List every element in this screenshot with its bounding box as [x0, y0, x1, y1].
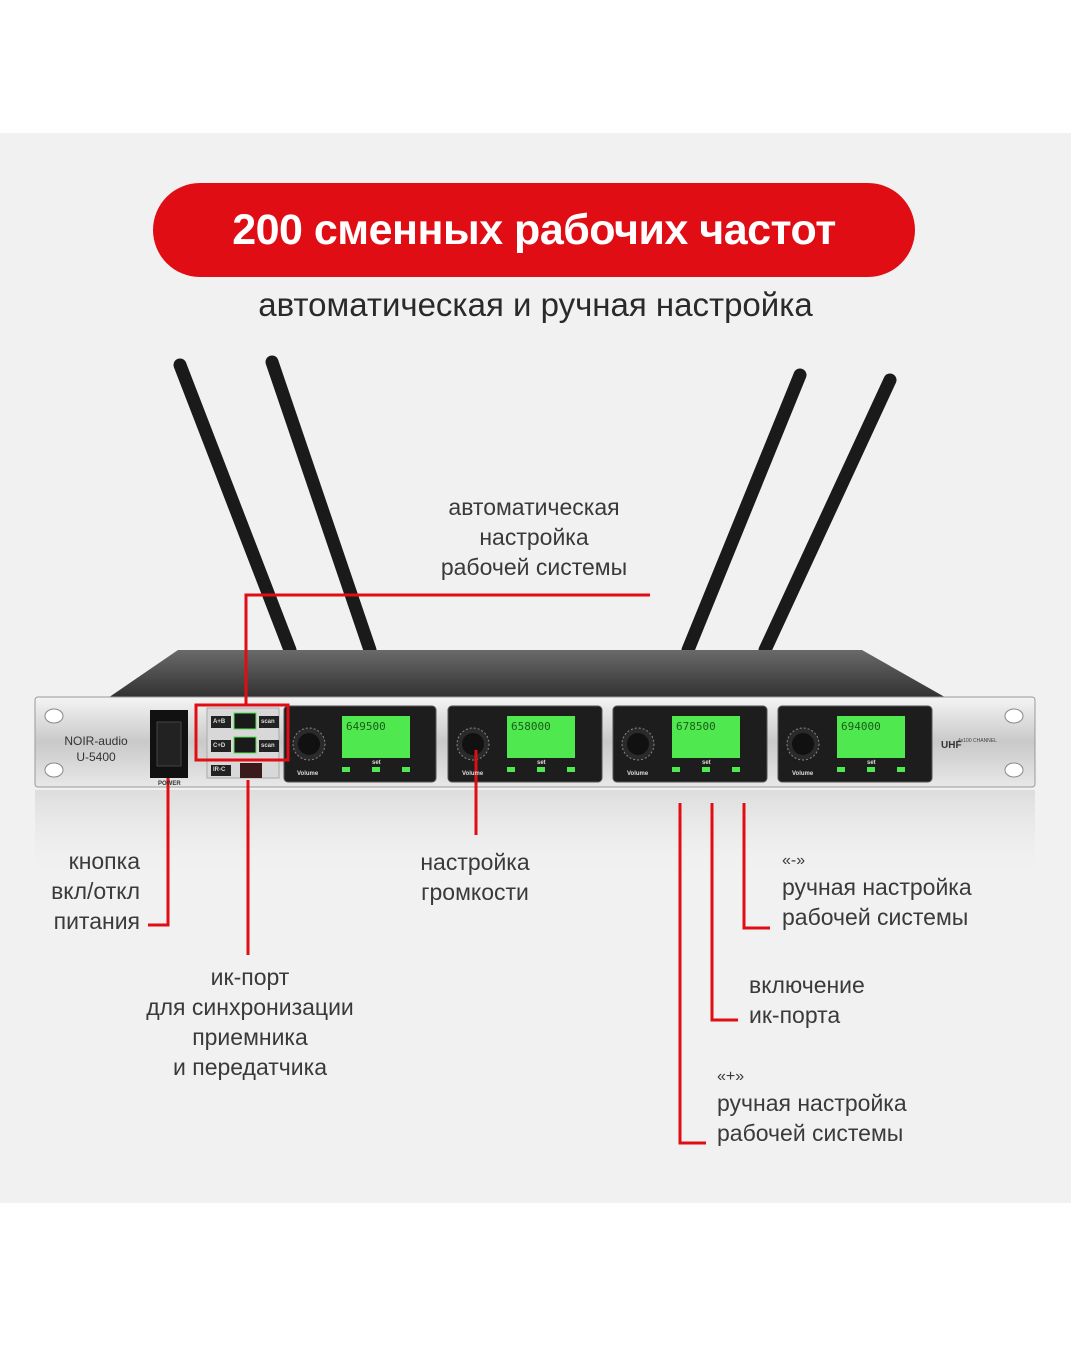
- annotation-volume: настройка громкости: [420, 849, 530, 905]
- set-label-3: set: [702, 760, 711, 766]
- title-banner: 200 сменных рабочих частот: [153, 183, 915, 277]
- set-label-1: set: [372, 760, 381, 766]
- btn-irc-label: IR-C: [213, 767, 226, 773]
- volume-label-1: Volume: [297, 771, 319, 777]
- top-cover: [105, 650, 950, 700]
- volume-label-3: Volume: [627, 771, 649, 777]
- channel-module-1: [283, 705, 437, 783]
- lcd-freq-1: 649500: [346, 720, 386, 733]
- annotation-ir-enable: включение ик-порта: [749, 972, 865, 1028]
- antenna-4: [758, 373, 897, 657]
- annotation-ir-port: ик-порт для синхронизации приемника и пе…: [146, 964, 354, 1080]
- uhf-label: UHF: [941, 740, 962, 751]
- antenna-2: [265, 355, 377, 657]
- set-label-4: set: [867, 760, 876, 766]
- banner-title: 200 сменных рабочих частот: [232, 205, 836, 254]
- btn-cd-label: C+D: [213, 743, 226, 749]
- annotation-plus: «+» ручная настройка рабочей системы: [717, 1068, 907, 1146]
- annotation-minus: «-» ручная настройка рабочей системы: [782, 852, 972, 930]
- subtitle: автоматическая и ручная настройка: [258, 286, 813, 323]
- antenna-1: [173, 358, 297, 657]
- lcd-freq-2: 658000: [511, 720, 551, 733]
- annotation-power-button: кнопка вкл/откл питания: [51, 848, 140, 934]
- channel-module-3: [612, 705, 768, 783]
- uhf-sub-label: 4x100 CHANNEL: [958, 738, 997, 744]
- channel-module-2: [447, 705, 603, 783]
- volume-label-2: Volume: [462, 771, 484, 777]
- btn-ab-label: A+B: [213, 719, 226, 725]
- annotation-auto-setup: автоматическая настройка рабочей системы: [440, 494, 628, 580]
- annotation-lines: [148, 593, 770, 1145]
- btn-scan-label-2: scan: [261, 743, 275, 749]
- set-label-2: set: [537, 760, 546, 766]
- btn-scan-label-1: scan: [261, 719, 275, 725]
- lcd-freq-4: 694000: [841, 720, 881, 733]
- power-label: POWER: [158, 781, 181, 787]
- device-brand: NOIR-audio U-5400: [64, 734, 128, 764]
- volume-label-4: Volume: [792, 771, 814, 777]
- lcd-freq-3: 678500: [676, 720, 716, 733]
- channel-module-4: [777, 705, 933, 783]
- antenna-3: [681, 368, 807, 657]
